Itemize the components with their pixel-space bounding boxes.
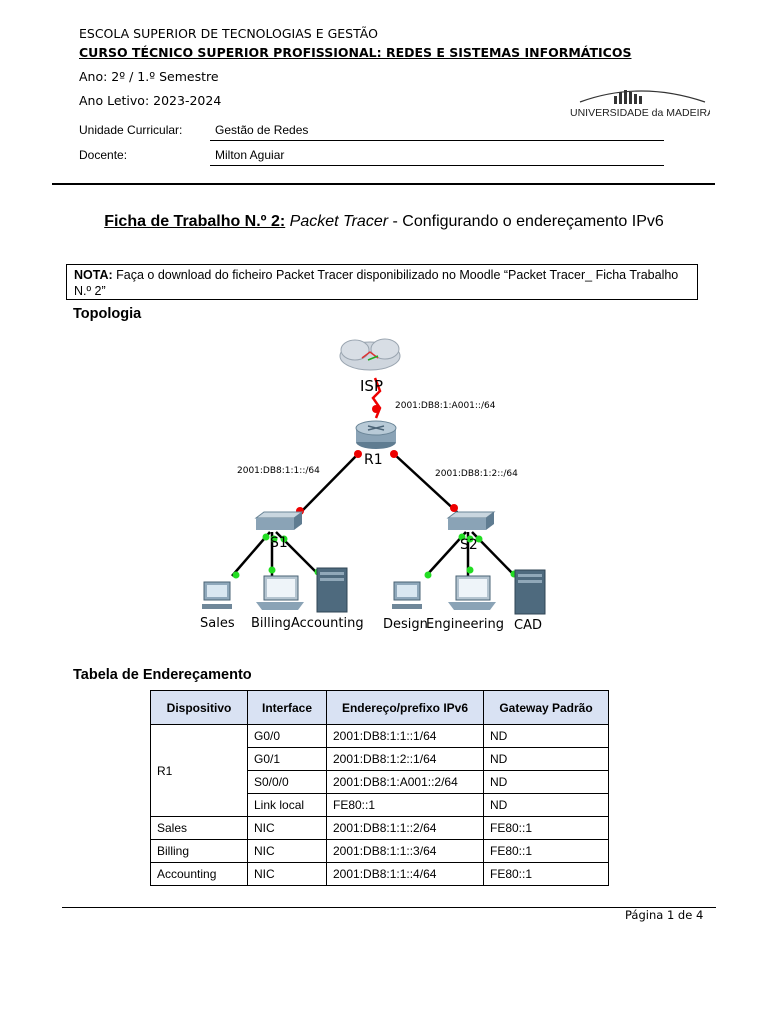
title-number: Ficha de Trabalho N.º 2:: [104, 213, 286, 230]
page-number: Página 1 de 4: [625, 908, 704, 922]
topology-diagram: ISP 2001:DB8:1:A001::/64 R1 2001:DB8:1:1…: [200, 338, 546, 633]
link-r1-s1: [299, 453, 359, 514]
course-name: CURSO TÉCNICO SUPERIOR PROFISSIONAL: RED…: [79, 45, 632, 60]
table-cell: ND: [483, 747, 609, 771]
column-header: Endereço/prefixo IPv6: [326, 690, 484, 725]
table-cell: 2001:DB8:1:1::3/64: [326, 839, 484, 863]
teacher-underline: [210, 165, 664, 166]
laptop-engineering-icon: [448, 575, 496, 610]
teacher-label: Docente:: [79, 148, 128, 162]
link-r1-s2: [393, 453, 459, 514]
table-cell: NIC: [247, 839, 327, 863]
isp-cloud-icon: [339, 338, 401, 371]
table-cell: Accounting: [150, 862, 248, 886]
uc-underline: [210, 140, 664, 141]
column-header: Gateway Padrão: [483, 690, 609, 725]
table-row: Link local FE80::1 ND: [151, 793, 609, 817]
table-cell: Billing: [150, 839, 248, 863]
host-label: Billing: [251, 616, 291, 631]
table-cell: NIC: [247, 816, 327, 840]
university-logo: UNIVERSIDADE da MADEIRA: [570, 90, 710, 119]
table-header-row: Dispositivo Interface Endereço/prefixo I…: [150, 690, 609, 725]
host-label: Sales: [200, 616, 235, 631]
table-row: Billing NIC 2001:DB8:1:1::3/64 FE80::1: [150, 839, 609, 863]
table-cell: FE80::1: [483, 862, 609, 886]
router-icon: [355, 420, 397, 449]
note-text: Faça o download do ficheiro Packet Trace…: [74, 268, 679, 298]
table-cell: 2001:DB8:1:2::1/64: [326, 747, 484, 771]
table-row: R1 G0/0 2001:DB8:1:1::1/64 ND: [150, 724, 609, 817]
table-cell: G0/1: [247, 747, 327, 771]
table-cell: 2001:DB8:1:1::4/64: [326, 862, 484, 886]
host-label: Design: [383, 617, 428, 632]
table-row: Sales NIC 2001:DB8:1:1::2/64 FE80::1: [150, 816, 609, 840]
teacher-value: Milton Aguiar: [215, 148, 285, 162]
host-label: Accounting: [291, 616, 364, 631]
s1-label: S1: [270, 535, 288, 551]
footer-divider: [62, 907, 716, 908]
s2-label: S2: [460, 537, 478, 553]
pc-design-icon: [392, 581, 422, 609]
column-header: Dispositivo: [150, 690, 248, 725]
table-cell: 2001:DB8:1:1::2/64: [326, 816, 484, 840]
net-right-label: 2001:DB8:1:2::/64: [435, 469, 518, 479]
title-tool: Packet Tracer: [289, 213, 389, 230]
table-cell: 2001:DB8:1:1::1/64: [326, 724, 484, 748]
table-row: Accounting NIC 2001:DB8:1:1::4/64 FE80::…: [150, 862, 609, 886]
academic-year: Ano Letivo: 2023-2024: [79, 93, 222, 108]
switch-s2-icon: [446, 511, 496, 530]
table-cell: ND: [483, 724, 609, 748]
net-left-label: 2001:DB8:1:1::/64: [237, 466, 320, 476]
column-header: Interface: [247, 690, 327, 725]
note-box: NOTA: Faça o download do ficheiro Packet…: [66, 264, 698, 300]
host-label: Engineering: [426, 617, 504, 632]
table-cell: S0/0/0: [247, 770, 327, 794]
table-cell: R1: [150, 724, 248, 817]
table-cell: ND: [483, 770, 609, 794]
host-label: CAD: [514, 618, 542, 633]
table-cell: NIC: [247, 862, 327, 886]
uc-label: Unidade Curricular:: [79, 123, 183, 137]
address-table: Dispositivo Interface Endereço/prefixo I…: [150, 690, 609, 886]
header-divider: [52, 183, 715, 185]
switch-s1-icon: [254, 511, 304, 530]
title-dash: -: [388, 213, 403, 230]
table-row: S0/0/0 2001:DB8:1:A001::2/64 ND: [151, 770, 609, 794]
topology-heading: Topologia: [73, 306, 142, 322]
table-cell: FE80::1: [326, 793, 484, 817]
table-cell: G0/0: [247, 724, 327, 748]
logo-text: UNIVERSIDADE da MADEIRA: [570, 107, 710, 119]
laptop-billing-icon: [256, 575, 304, 610]
isp-label: ISP: [360, 377, 383, 395]
table-cell: FE80::1: [483, 839, 609, 863]
server-cad-icon: [514, 569, 546, 615]
uc-value: Gestão de Redes: [215, 123, 309, 137]
table-cell: FE80::1: [483, 816, 609, 840]
table-cell: Link local: [247, 793, 327, 817]
net-isp-label: 2001:DB8:1:A001::/64: [395, 401, 496, 411]
r1-label: R1: [364, 452, 383, 468]
year-semester: Ano: 2º / 1.º Semestre: [79, 69, 219, 84]
worksheet-title: Ficha de Trabalho N.º 2: Packet Tracer -…: [0, 213, 768, 231]
address-table-heading: Tabela de Endereçamento: [73, 667, 252, 683]
server-accounting-icon: [316, 567, 348, 613]
table-cell: 2001:DB8:1:A001::2/64: [326, 770, 484, 794]
title-rest: Configurando o endereçamento IPv6: [402, 213, 664, 230]
pc-sales-icon: [202, 581, 232, 609]
school-name: ESCOLA SUPERIOR DE TECNOLOGIAS E GESTÃO: [79, 26, 378, 41]
note-label: NOTA:: [74, 268, 113, 282]
table-cell: Sales: [150, 816, 248, 840]
table-cell: ND: [483, 793, 609, 817]
